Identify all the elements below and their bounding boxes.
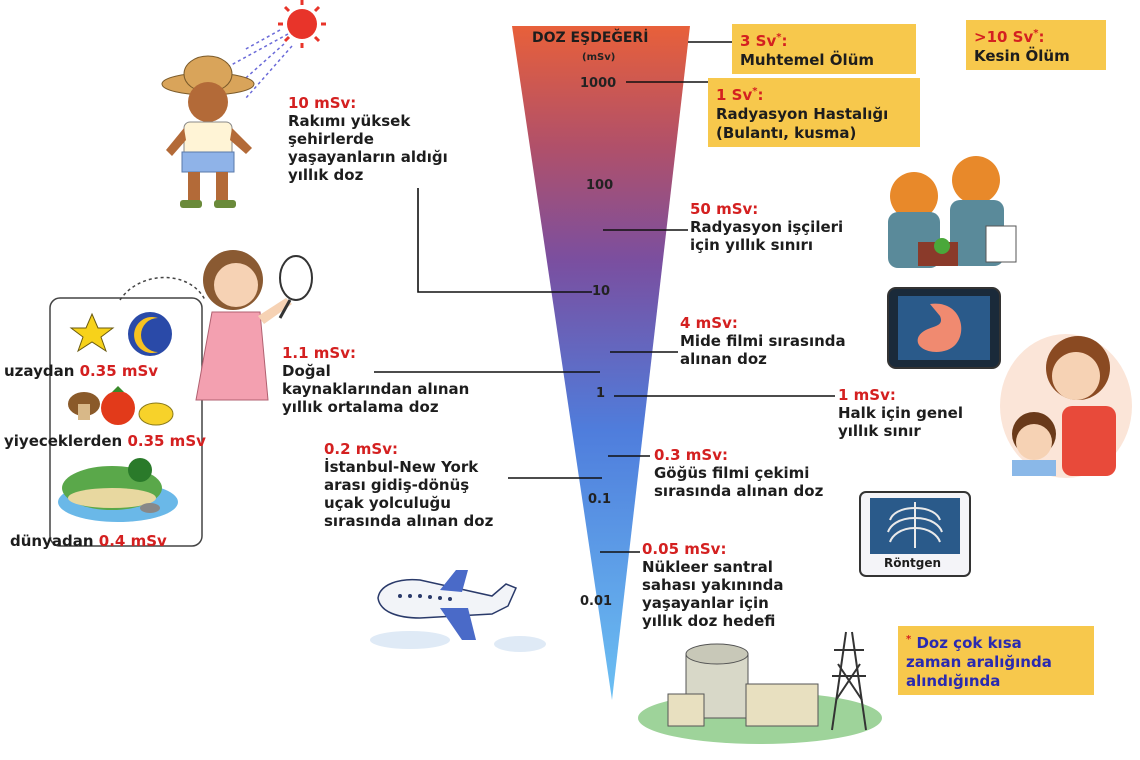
note-line2: zaman aralığında: [906, 653, 1052, 671]
star-moon-icon: [69, 312, 172, 356]
girl-with-tennis-racket-illustration: [195, 250, 313, 401]
note-box: * Doz çok kısa zaman aralığında alındığı…: [898, 626, 1094, 695]
radiation-workers-illustration: [888, 156, 1017, 268]
label-0-3-msv: 0.3 mSv: Göğüs filmi çekimi sırasında al…: [654, 446, 824, 500]
box-1-sv: 1 Sv*: Radyasyon Hastalığı (Bulantı, kus…: [708, 78, 920, 147]
tick-10: 10: [592, 284, 611, 299]
boy-with-hat-illustration: [161, 55, 255, 208]
label-4-msv: 4 mSv: Mide filmi sırasında alınan doz: [680, 314, 846, 368]
tick-1: 1: [596, 386, 606, 401]
label-50-msv: 50 mSv: Radyasyon işçileri için yıllık s…: [690, 200, 844, 254]
connector-lines: [374, 41, 835, 553]
stomach-xray-monitor-illustration: [887, 287, 1001, 369]
box-10-sv-text: Kesin Ölüm: [974, 47, 1070, 65]
label-0-05-msv: 0.05 mSv: Nükleer santral sahası yakının…: [642, 540, 784, 630]
natural-food-label: yiyeceklerden 0.35 mSv: [4, 432, 206, 450]
note-line1: Doz çok kısa: [916, 634, 1022, 652]
box-3-sv-text: Muhtemel Ölüm: [740, 51, 874, 69]
asterisk-mark: *: [906, 634, 912, 645]
nuclear-power-plant-illustration: [638, 631, 882, 744]
tick-1000: 1000: [580, 76, 617, 91]
tick-0-01: 0.01: [580, 594, 613, 609]
scale-title: DOZ EŞDEĞERİ: [532, 30, 649, 46]
box-1-sv-line1: Radyasyon Hastalığı: [716, 105, 889, 123]
tick-100: 100: [586, 178, 614, 193]
box-3-sv-value: 3 Sv: [740, 32, 777, 50]
dose-scale-cone: [512, 26, 690, 700]
sun-icon: [221, 0, 326, 99]
label-10-msv: 10 mSv: Rakımı yüksek şehirlerde yaşayan…: [288, 94, 448, 184]
box-3-sv: 3 Sv*: Muhtemel Ölüm: [732, 24, 916, 74]
natural-earth-label: dünyadan 0.4 mSv: [10, 532, 167, 550]
asterisk-mark: *: [752, 86, 758, 97]
box-10-sv: >10 Sv*: Kesin Ölüm: [966, 20, 1106, 70]
tick-0-1: 0.1: [588, 492, 612, 507]
chest-xray-illustration: [859, 491, 971, 577]
scale-unit: (mSv): [582, 52, 616, 63]
box-10-sv-value: >10 Sv: [974, 28, 1034, 46]
island-icon: [58, 458, 178, 522]
mother-and-child-illustration: [1000, 334, 1132, 478]
natural-space-label: uzaydan 0.35 mSv: [4, 362, 159, 380]
label-1-1-msv: 1.1 mSv: Doğal kaynaklarından alınan yıl…: [282, 344, 470, 416]
xray-caption: Röntgen: [884, 556, 942, 570]
box-1-sv-line2: (Bulantı, kusma): [716, 124, 857, 142]
food-icon: [68, 386, 174, 426]
asterisk-mark: *: [1033, 28, 1039, 39]
note-line3: alındığında: [906, 672, 1001, 690]
label-0-2-msv: 0.2 mSv: İstanbul-New York arası gidiş-d…: [324, 440, 494, 530]
label-1-msv: 1 mSv: Halk için genel yıllık sınır: [838, 386, 963, 440]
box-1-sv-value: 1 Sv: [716, 86, 753, 104]
airplane-illustration: [370, 570, 546, 652]
asterisk-mark: *: [776, 32, 782, 43]
